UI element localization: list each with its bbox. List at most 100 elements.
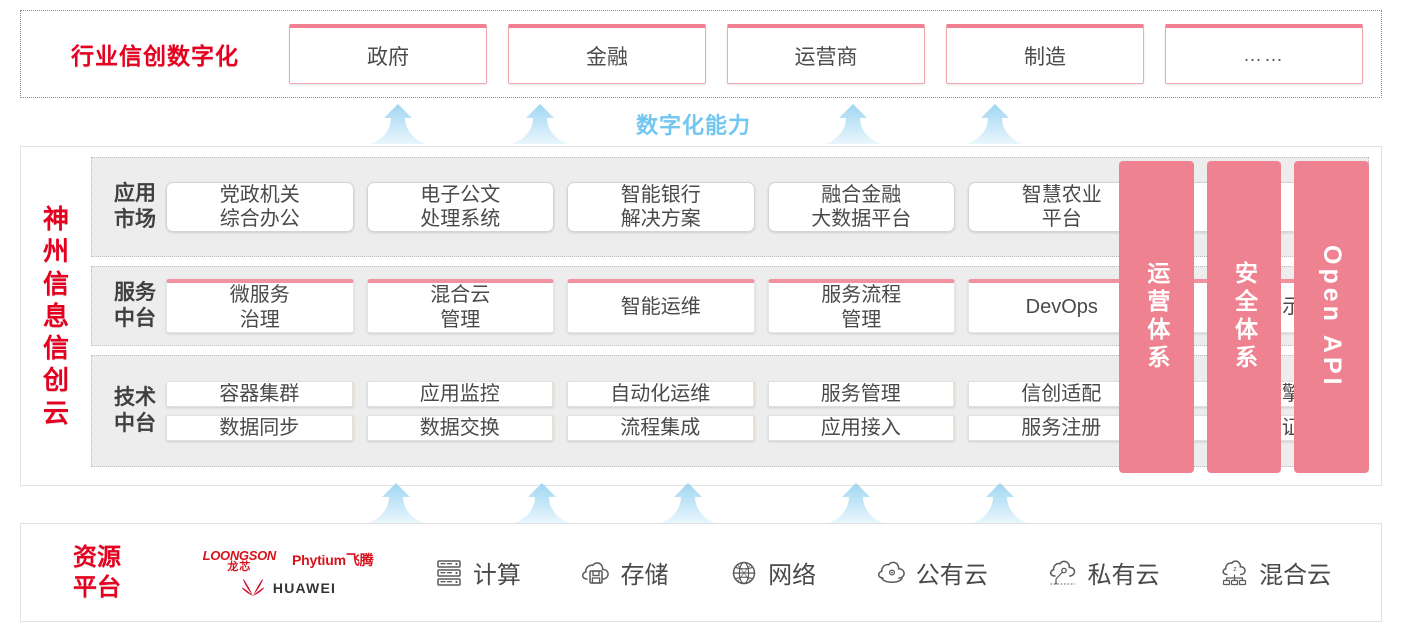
public-cloud-icon [877,561,905,583]
cell-line: 解决方案 [620,208,701,230]
resource-to-cloud-arrow-band [0,483,1402,523]
svc-cell-microservice-governance[interactable]: 微服务 治理 [166,279,354,333]
pillar-open-api-label: Open API [1318,245,1347,389]
layer-label-line: 中台 [114,412,156,435]
up-arrow-icon [972,483,1028,523]
resource-item-label: 存储 [620,562,669,589]
industry-cell-more[interactable]: …… [1165,24,1363,84]
pillar-operations-label: 运营体系 [1143,261,1170,373]
resource-item-label: 公有云 [915,562,988,589]
industry-band: 行业信创数字化 政府 金融 运营商 制造 …… [20,10,1382,98]
cell-line: 管理 [841,308,882,331]
cloud-platform-title: 神 州 信 息 信 创 云 [21,147,91,485]
pillar-security-label: 安全体系 [1231,261,1258,373]
cell-line: 大数据平台 [811,208,912,230]
cell-line: 智慧农业 [1021,183,1102,206]
storage-cloud-icon [582,561,610,584]
resource-item-storage[interactable]: 存储 [580,555,668,590]
private-cloud-icon [1050,560,1076,584]
loongson-logo-en: LOONGSON [202,548,277,563]
app-cell-government-office[interactable]: 党政机关 综合办公 [166,181,354,233]
pillar-operations[interactable]: 运营体系 [1119,161,1194,473]
resource-platform-title: 资源 平台 [21,543,173,602]
industry-cell-finance[interactable]: 金融 [508,24,706,84]
layer-label-technology-platform: 技术 中台 [104,385,166,436]
resource-item-label: 网络 [768,562,817,589]
resource-item-label: 混合云 [1259,562,1332,589]
tech-cell-data-sync[interactable]: 数据同步 [166,415,354,442]
cell-line: 平台 [1041,208,1082,230]
cell-line: 管理 [440,308,481,331]
up-arrow-icon [828,483,884,523]
up-arrow-icon [512,104,568,144]
up-arrow-icon [825,104,881,144]
resource-platform-block: 资源 平台 LOONGSON 龙芯 Phytium飞腾 HUAWEI [20,523,1382,622]
layer-label-line: 中台 [114,307,156,330]
layer-label-application-market: 应用 市场 [104,181,166,232]
pillar-security[interactable]: 安全体系 [1206,161,1282,473]
service-platform-cells: 微服务 治理 混合云 管理 智能运维 服务流程 [166,279,1356,333]
cloud-title-char: 神 [42,204,69,235]
cell-line: 治理 [239,308,280,331]
industry-cell-list: 政府 金融 运营商 制造 …… [289,24,1381,84]
cloud-title-char: 云 [42,397,69,428]
vendor-logo-row-2: HUAWEI [240,579,336,596]
resource-item-public-cloud[interactable]: 公有云 [876,555,988,590]
up-arrow-icon [660,483,716,523]
loongson-logo: LOONGSON 龙芯 [202,548,277,573]
app-cell-edoc-system[interactable]: 电子公文 处理系统 [366,181,554,233]
cloud-title-char: 信 [42,268,69,299]
up-arrow-icon [514,483,570,523]
vendor-logo-row-1: LOONGSON 龙芯 Phytium飞腾 [203,549,374,573]
resource-item-network[interactable]: 网络 [728,555,816,590]
cell-line: 综合办公 [219,208,300,230]
tech-cell-process-integration[interactable]: 流程集成 [567,415,755,442]
resource-item-private-cloud[interactable]: 私有云 [1047,555,1159,590]
resource-item-compute[interactable]: 计算 [433,555,521,590]
tech-cell-data-exchange[interactable]: 数据交换 [366,415,554,442]
digital-capability-band: 数字化能力 [0,100,1402,144]
cell-line: 服务流程 [821,284,902,307]
up-arrow-icon [368,483,424,523]
cloud-layer-list: 应用 市场 党政机关 综合办公 电子公文 处理系统 [91,147,1381,485]
loongson-logo-cn: 龙芯 [227,561,252,573]
resource-item-label: 私有云 [1087,562,1160,589]
cell-line: 混合云 [430,284,491,307]
cell-line: 微服务 [229,284,290,307]
server-icon [437,559,461,586]
cloud-title-char: 信 [42,333,69,364]
phytium-logo: Phytium飞腾 [292,552,374,568]
resource-item-hybrid-cloud[interactable]: z 混合云 [1219,555,1331,590]
app-cell-smart-bank[interactable]: 智能银行 解决方案 [567,181,755,233]
cell-line: 处理系统 [420,208,501,230]
tech-cell-application-access[interactable]: 应用接入 [767,415,955,442]
cloud-title-char: 州 [42,236,69,267]
layer-label-line: 技术 [114,386,156,410]
svc-cell-service-process-management[interactable]: 服务流程 管理 [767,279,955,333]
cloud-title-char: 创 [42,365,69,396]
industry-cell-manufacturing[interactable]: 制造 [946,24,1144,84]
cloud-title-char: 息 [42,300,69,331]
up-arrow-icon [967,104,1023,144]
svc-cell-intelligent-ops[interactable]: 智能运维 [567,279,755,333]
industry-band-title: 行业信创数字化 [71,43,239,69]
huawei-flower-icon [241,579,264,596]
industry-cell-carrier[interactable]: 运营商 [727,24,925,84]
cell-line: 智能银行 [620,183,701,206]
cell-line: 电子公文 [420,183,501,206]
industry-cell-government[interactable]: 政府 [289,24,487,84]
tech-cell-service-management[interactable]: 服务管理 [767,380,955,407]
pillar-open-api[interactable]: Open API [1294,161,1370,473]
tech-cell-application-monitoring[interactable]: 应用监控 [366,380,554,407]
tech-cell-automated-ops[interactable]: 自动化运维 [567,380,755,407]
layer-label-line: 服务 [114,281,156,305]
layer-label-line: 市场 [114,208,156,231]
cloud-platform-block: 神 州 信 息 信 创 云 应用 市场 党政机关 综合办公 [20,146,1382,486]
layer-label-line: 应用 [114,182,156,206]
layer-label-service-platform: 服务 中台 [104,280,166,331]
app-cell-finance-bigdata[interactable]: 融合金融 大数据平台 [767,181,955,233]
svc-cell-hybrid-cloud-management[interactable]: 混合云 管理 [366,279,554,333]
resource-item-label: 计算 [472,562,521,589]
tech-cell-container-cluster[interactable]: 容器集群 [166,380,354,407]
